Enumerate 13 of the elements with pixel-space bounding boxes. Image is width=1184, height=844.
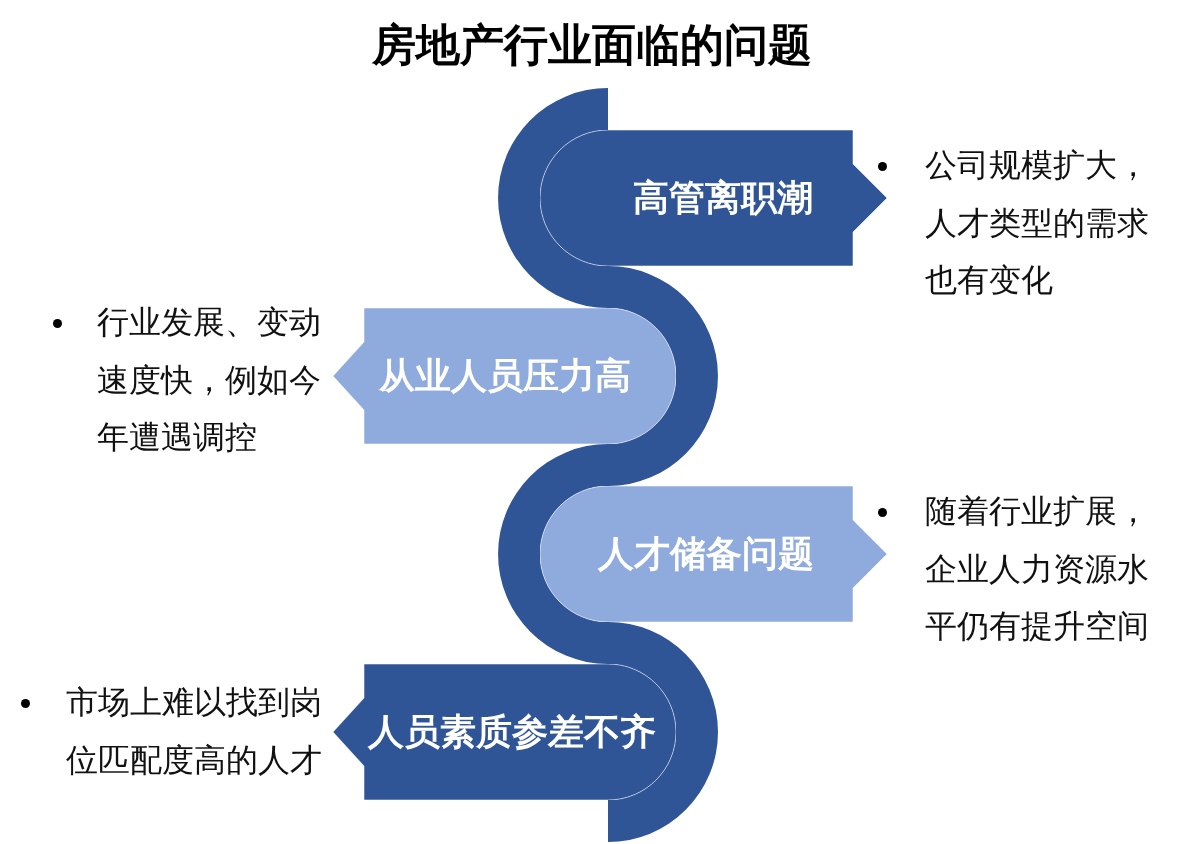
description-text: 公司规模扩大，人才类型的需求也有变化 [925, 145, 1150, 302]
arrow-banner [540, 486, 887, 622]
description-text: 随着行业扩展，企业人力资源水平仍有提升空间 [925, 491, 1150, 648]
title: 房地产行业面临的问题 [372, 19, 812, 72]
banner-title: 从业人员压力高 [379, 355, 631, 397]
arrow-banner [540, 130, 887, 266]
arrow-banner [333, 664, 676, 800]
description-text: 行业发展、变动速度快，例如今年遭遇调控 [97, 302, 322, 459]
arrow-banner [333, 308, 676, 444]
description-text: 市场上难以找到岗位匹配度高的人才 [66, 682, 323, 781]
banner-title: 人才储备问题 [598, 533, 814, 575]
banner-title: 人员素质参差不齐 [368, 711, 656, 753]
banner-title: 高管离职潮 [633, 177, 813, 219]
